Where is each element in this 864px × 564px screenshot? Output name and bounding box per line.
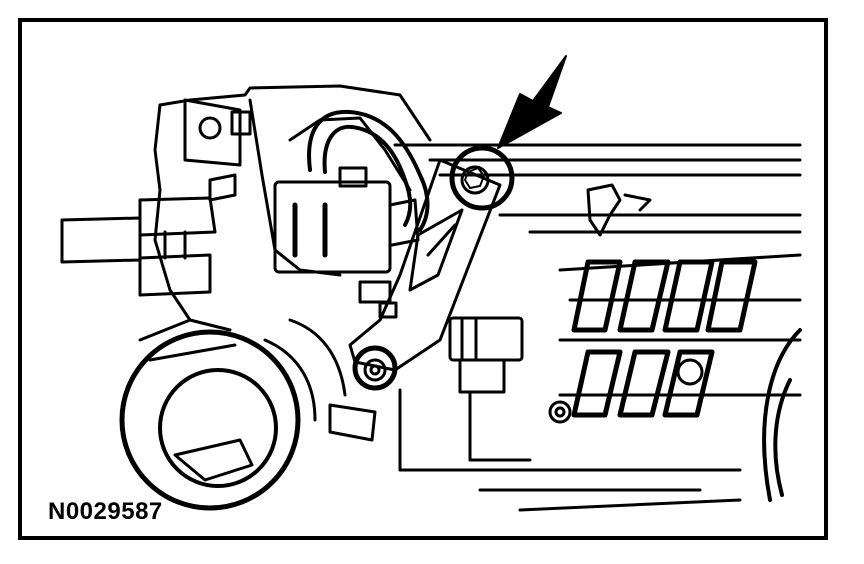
- manifold-end-casting: [762, 328, 802, 502]
- figure-frame: [18, 18, 828, 540]
- linkage-rod: [60, 196, 217, 297]
- bracket-upper-bolt: [449, 145, 515, 211]
- manifold-runners: [571, 259, 758, 418]
- sensor-block: [273, 166, 420, 304]
- arrow-pointer-icon: [497, 55, 567, 149]
- throttle-bore: [119, 318, 377, 511]
- bracket-lower-bolt: [352, 345, 398, 391]
- figure-id-label: N0029587: [48, 498, 163, 525]
- electrical-connector: [398, 316, 532, 472]
- manifold-body: [393, 143, 802, 512]
- manifold-bosses: [548, 183, 704, 424]
